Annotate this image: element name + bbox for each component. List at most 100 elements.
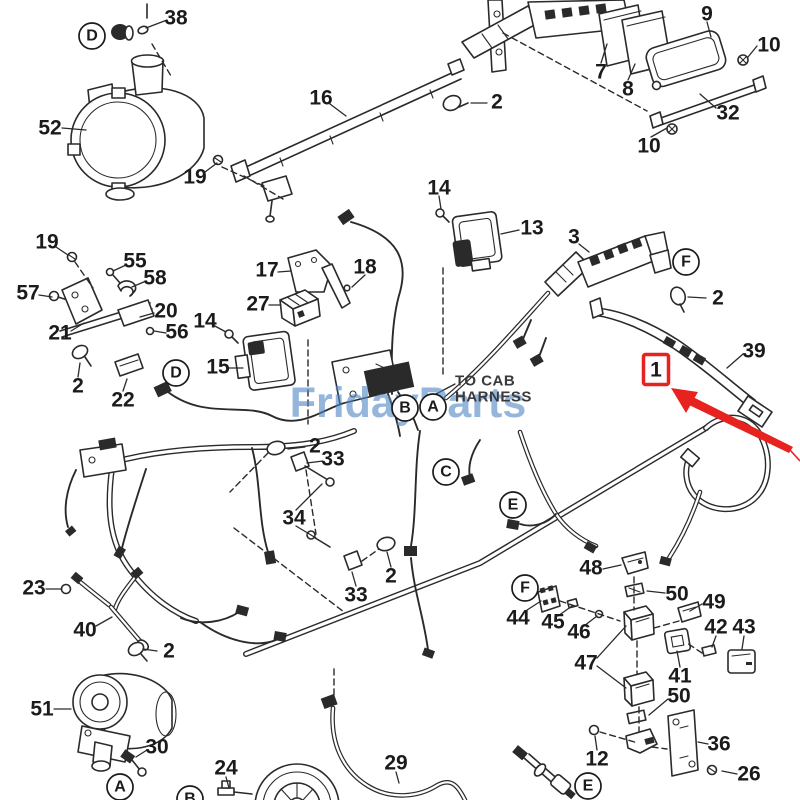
part-42-clip (701, 644, 717, 657)
part-52-canister (67, 54, 205, 201)
part-17-bracket (287, 249, 351, 309)
part-label-48: 48 (579, 557, 603, 580)
part-55-screw (105, 267, 121, 284)
part-label-10: 10 (637, 135, 660, 158)
to-cab-harness-note: TO CAB HARNESS (455, 373, 531, 406)
part-32-bar (649, 75, 767, 129)
part-label-33: 33 (344, 584, 367, 607)
part-label-39: 39 (742, 340, 765, 363)
letter-callout-F: F (511, 574, 539, 602)
part-label-9: 9 (701, 3, 713, 26)
svg-text:A: A (427, 399, 439, 416)
letter-callout-F: F (672, 248, 700, 276)
part-27-connector (279, 289, 321, 327)
part-label-29: 29 (384, 752, 407, 775)
part-label-2: 2 (72, 375, 84, 398)
part-2-clip-left (71, 344, 92, 367)
part-9-cover (645, 30, 727, 91)
part-label-2: 2 (309, 435, 321, 458)
part-14-screw-top (435, 208, 450, 223)
letter-callout-E: E (574, 772, 602, 800)
relay-foot-bracket (625, 728, 658, 754)
part-10-screw-b (666, 123, 678, 135)
part-label-18: 18 (353, 256, 377, 279)
part-16-rail (230, 58, 465, 183)
part-label-23: 23 (22, 577, 45, 600)
rail-bracket (261, 175, 293, 223)
part-label-2: 2 (712, 287, 724, 310)
svg-text:D: D (170, 365, 182, 382)
part-45-clip (566, 598, 579, 609)
part-48-wedge (621, 551, 649, 575)
part-label-15: 15 (206, 356, 230, 379)
part-19-bolt-top (212, 154, 224, 166)
part-49-wedge (677, 601, 702, 623)
part-label-56: 56 (165, 321, 188, 344)
part-21-bracket (59, 277, 153, 338)
note-line-1: TO CAB (455, 373, 515, 390)
letter-callout-D: D (78, 22, 106, 50)
part-label-8: 8 (622, 78, 634, 101)
part-44-bracket (537, 585, 561, 613)
part-e-sensor (512, 745, 576, 800)
part-label-24: 24 (214, 757, 238, 780)
part-label-10: 10 (757, 34, 780, 57)
part-label-45: 45 (541, 611, 565, 634)
part-23-screw (60, 583, 72, 595)
part-38-fastener (111, 3, 149, 41)
part-label-34: 34 (282, 507, 306, 530)
harness-trunk (95, 293, 768, 654)
svg-text:A: A (114, 779, 126, 796)
part-label-46: 46 (567, 621, 590, 644)
part-14-screw-mid (224, 329, 239, 344)
part-label-21: 21 (48, 322, 72, 345)
part-33-34-clamps (266, 440, 396, 571)
part-2-clip-right (669, 286, 687, 313)
part-label-49: 49 (702, 591, 725, 614)
part-label-3: 3 (568, 226, 580, 249)
part-label-17: 17 (255, 259, 278, 282)
leader-lines (38, 19, 758, 789)
part-label-58: 58 (143, 267, 167, 290)
part-label-55: 55 (123, 250, 147, 273)
part-label-12: 12 (585, 748, 608, 771)
letter-callout-D: D (162, 359, 190, 387)
letter-callout-A: A (419, 393, 447, 421)
part-24-fitting (217, 780, 253, 796)
svg-text:B: B (399, 400, 411, 417)
svg-text:E: E (508, 497, 519, 514)
part-label-44: 44 (506, 607, 530, 630)
part-12-screw (588, 724, 600, 736)
highlight-number: 1 (650, 359, 662, 382)
part-label-7: 7 (595, 61, 607, 84)
part-label-2: 2 (163, 640, 175, 663)
part-47-relay-a (623, 605, 655, 641)
letter-callout-C: C (432, 458, 460, 486)
part-label-2: 2 (385, 565, 397, 588)
part-36-plate (667, 709, 699, 777)
part-label-14: 14 (427, 177, 451, 200)
part-label-22: 22 (111, 389, 134, 412)
part-label-20: 20 (154, 300, 177, 323)
part-26-screw (706, 764, 718, 776)
filter-cap (254, 763, 340, 800)
part-41-frame (663, 627, 692, 655)
part-label-41: 41 (668, 665, 692, 688)
svg-text:E: E (583, 778, 594, 795)
part-label-33: 33 (321, 448, 344, 471)
dashed-guides (74, 32, 703, 750)
letter-callout-B: B (176, 785, 204, 800)
part-22-plate (114, 353, 144, 377)
part-label-43: 43 (732, 616, 755, 639)
svg-text:F: F (520, 580, 530, 597)
part-label-36: 36 (707, 733, 730, 756)
part-47-relay-b (623, 671, 655, 707)
letter-callout-B: B (391, 394, 419, 422)
letter-callout-A: A (106, 773, 134, 800)
part-label-52: 52 (38, 117, 61, 140)
part-2-clip-bl (127, 641, 148, 662)
part-20-plate (117, 299, 155, 327)
part-13-ecu (451, 211, 503, 272)
part-label-2: 2 (491, 91, 503, 114)
